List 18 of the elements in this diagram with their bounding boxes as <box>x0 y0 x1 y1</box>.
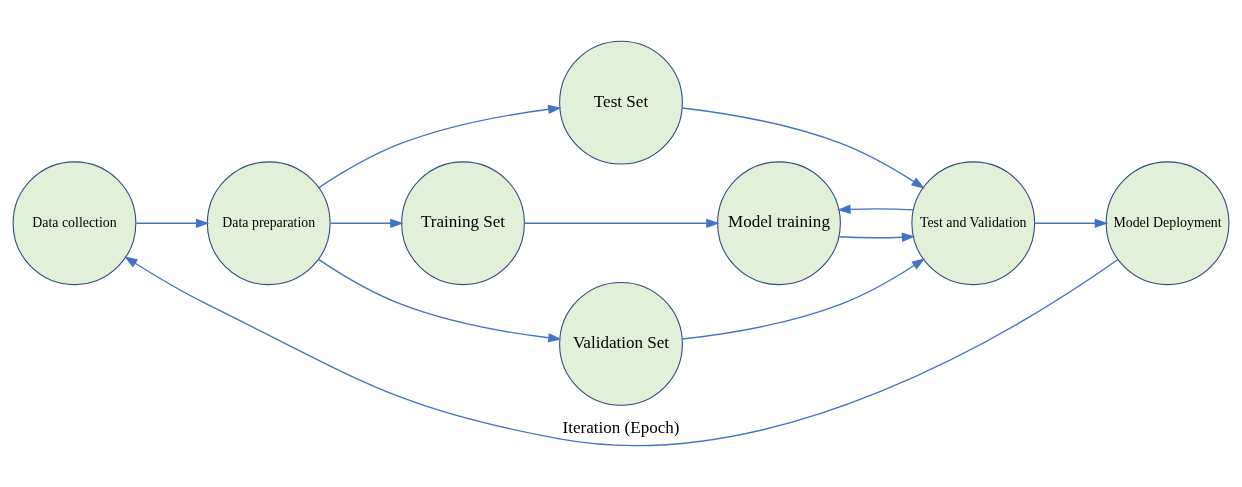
node-circle: Training Set <box>401 161 525 286</box>
arrow <box>318 104 562 189</box>
arrow <box>124 256 1119 446</box>
edge-label: Iteration (Epoch) <box>562 418 680 438</box>
node-circle: Test Set <box>559 40 683 165</box>
arrow <box>837 204 914 215</box>
node-circle: Model training <box>717 161 841 286</box>
node-circle: Validation Set <box>559 282 683 406</box>
arrow <box>329 218 404 228</box>
arrow <box>523 218 720 228</box>
arrow <box>681 107 925 189</box>
arrow <box>681 258 926 340</box>
arrow <box>135 218 210 228</box>
arrow <box>317 258 562 343</box>
arrow <box>838 232 916 242</box>
arrow <box>1034 218 1109 228</box>
node-circle: Data preparation <box>206 161 331 286</box>
node-circle: Model Deployment <box>1105 161 1230 286</box>
